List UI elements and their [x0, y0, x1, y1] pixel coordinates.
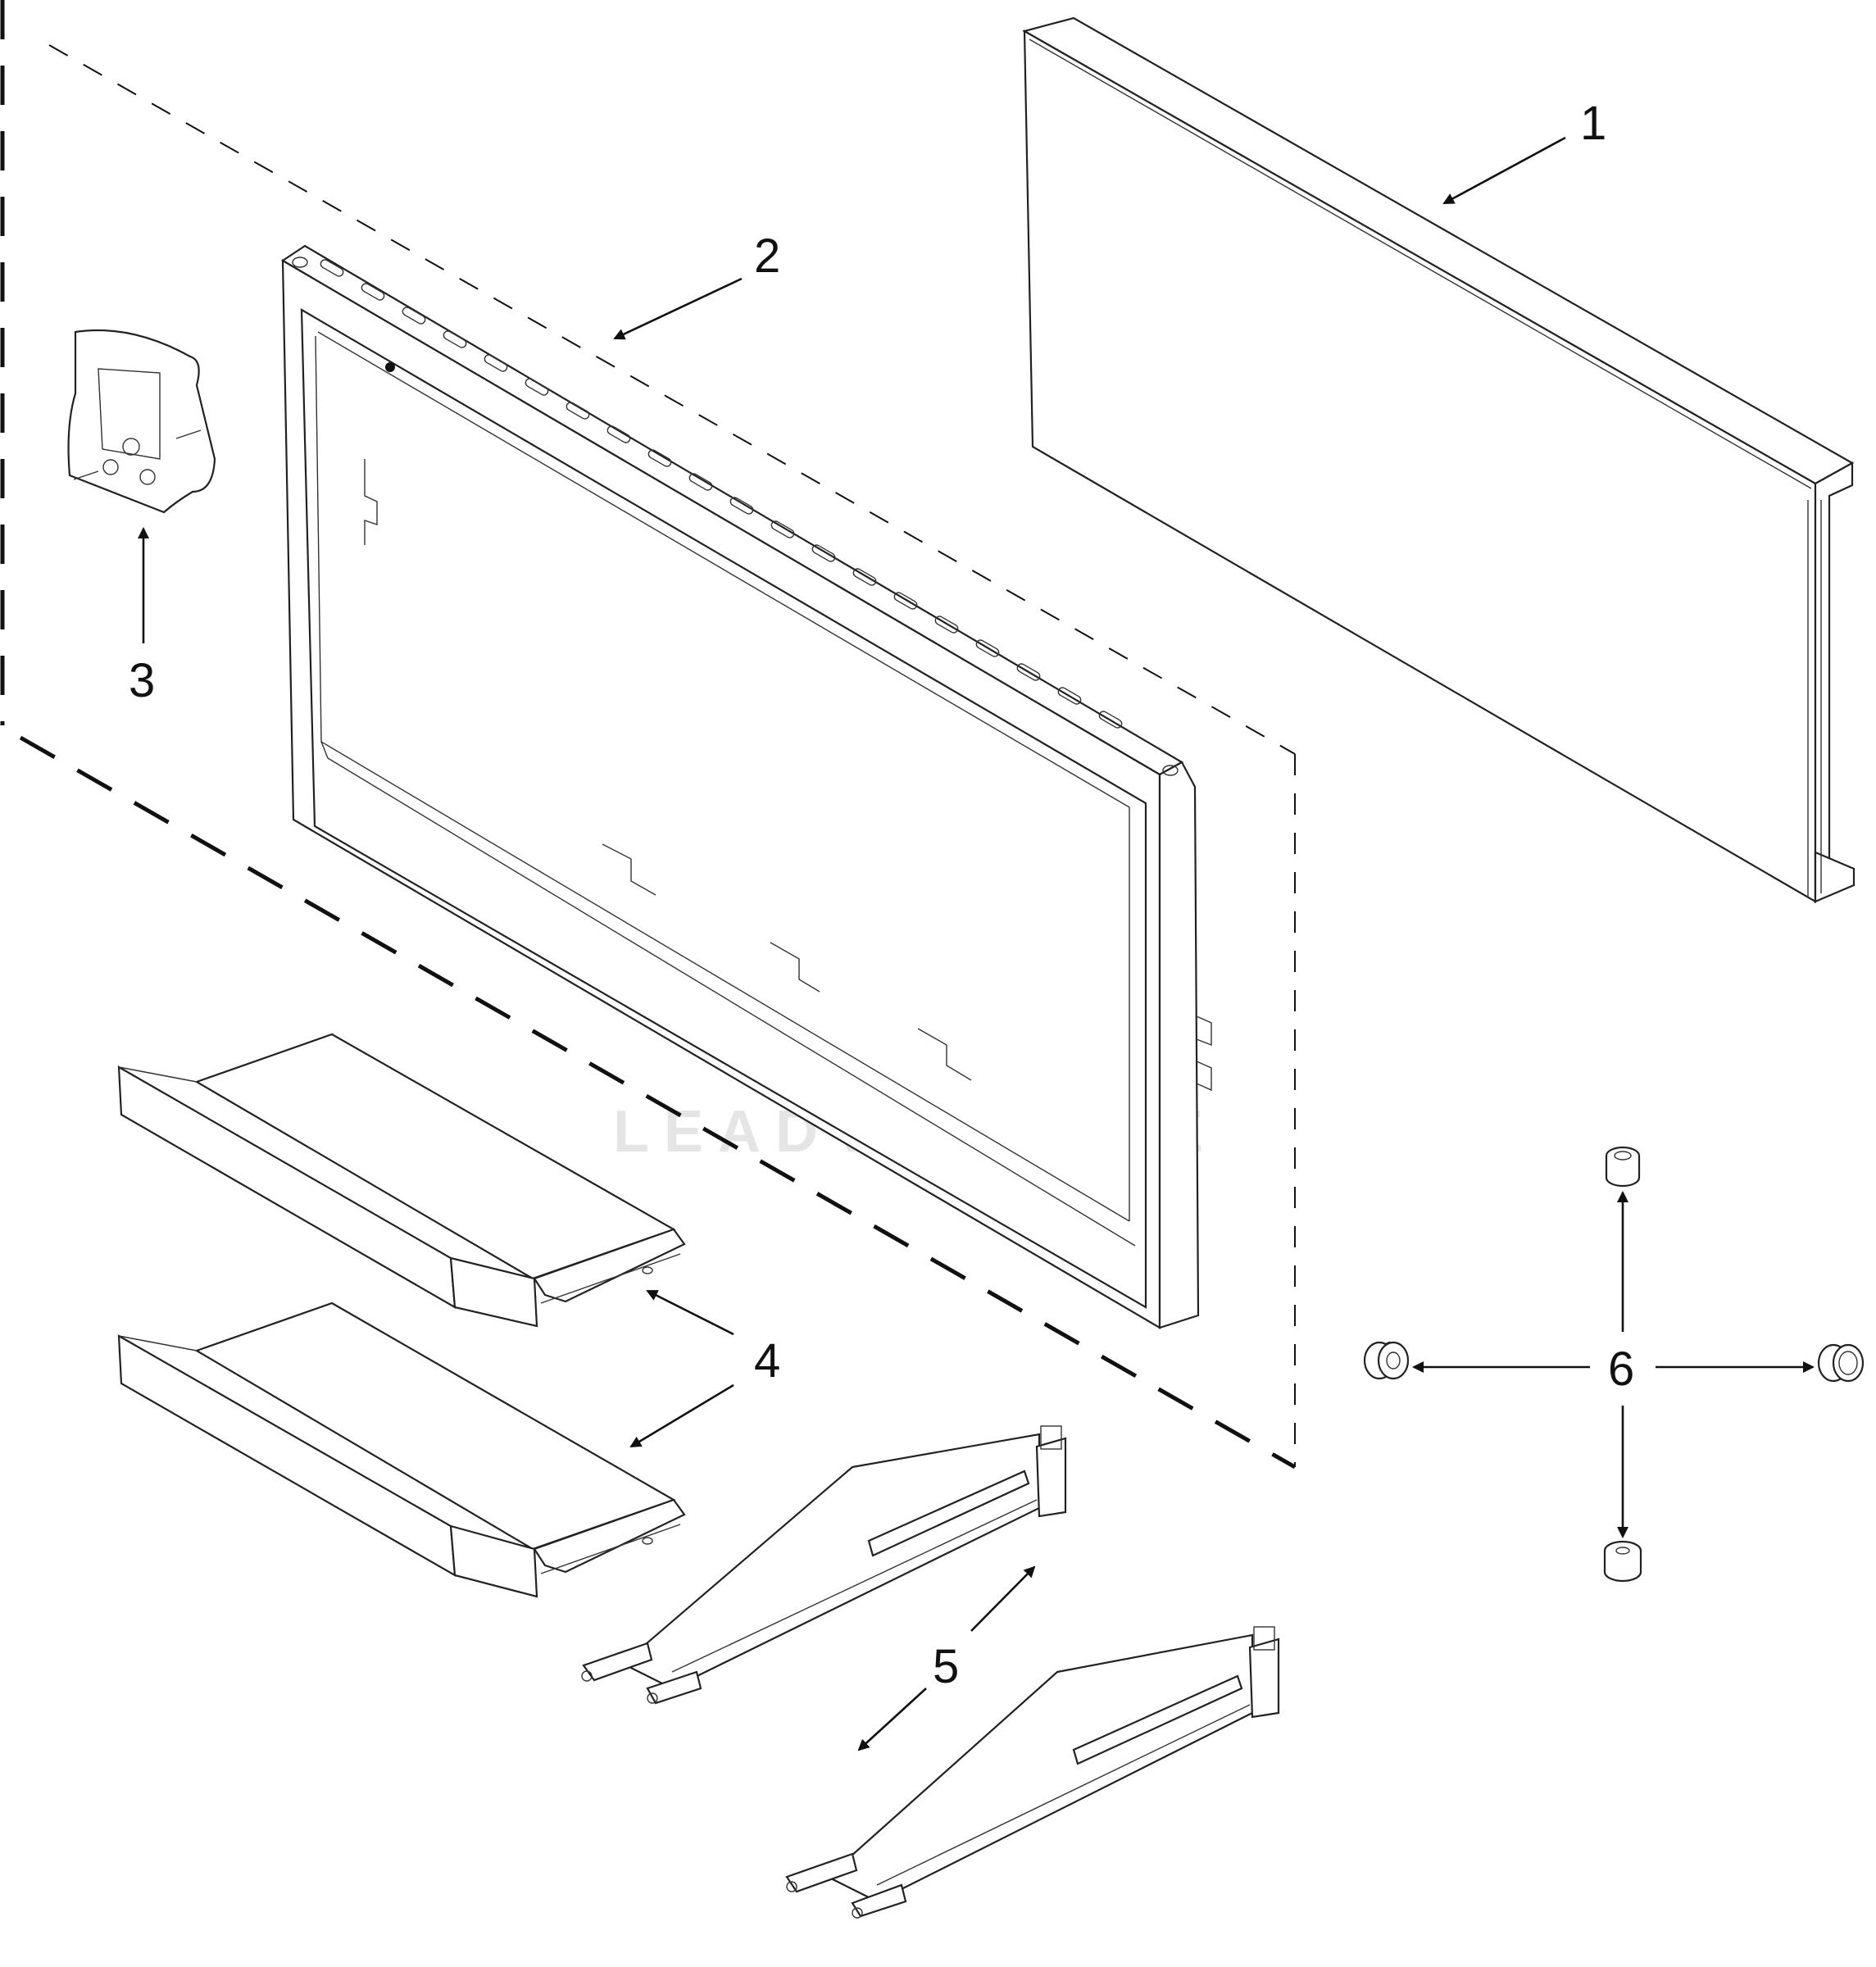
- part-1-back-panel: [1022, 16, 1856, 904]
- callout-2: 2: [754, 229, 780, 283]
- part-4-filler-panel-upper: [117, 1033, 686, 1328]
- part-5-rail-upper: [581, 1425, 1067, 1705]
- part-4-filler-panel-lower: [117, 1301, 686, 1598]
- alignment-lines: [0, 0, 1297, 1470]
- callout-6: 6: [1608, 1342, 1634, 1396]
- part-6-grommet-top: [1605, 1146, 1641, 1188]
- callout-1: 1: [1580, 97, 1606, 150]
- callout-arrows: [138, 136, 1815, 1751]
- part-6-grommet-left: [1363, 1341, 1410, 1380]
- part-5-rail-lower: [785, 1626, 1280, 1919]
- part-2-trim-frame: [280, 244, 1212, 1329]
- callout-4: 4: [754, 1334, 780, 1388]
- part-3-hardware-bag: [67, 329, 216, 514]
- part-6-grommet-bottom: [1603, 1540, 1642, 1583]
- callout-labels: 1 2 3 4 5 6: [129, 97, 1634, 1693]
- frame-slots: [292, 257, 1179, 776]
- callout-5: 5: [933, 1640, 959, 1693]
- part-6-grommet-right: [1817, 1343, 1865, 1383]
- callout-3: 3: [129, 654, 155, 707]
